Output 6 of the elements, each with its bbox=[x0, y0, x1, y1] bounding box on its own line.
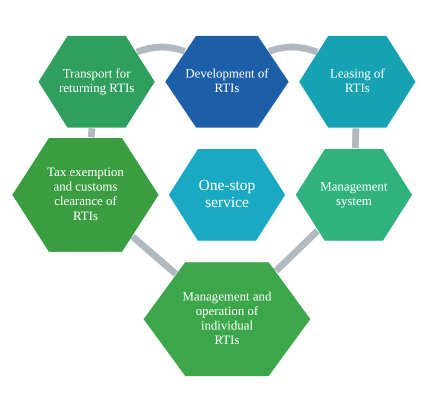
connector bbox=[88, 127, 96, 138]
connector bbox=[268, 43, 318, 55]
connector bbox=[136, 43, 186, 55]
connector bbox=[130, 233, 178, 276]
connector bbox=[274, 228, 320, 274]
connector bbox=[352, 128, 360, 148]
